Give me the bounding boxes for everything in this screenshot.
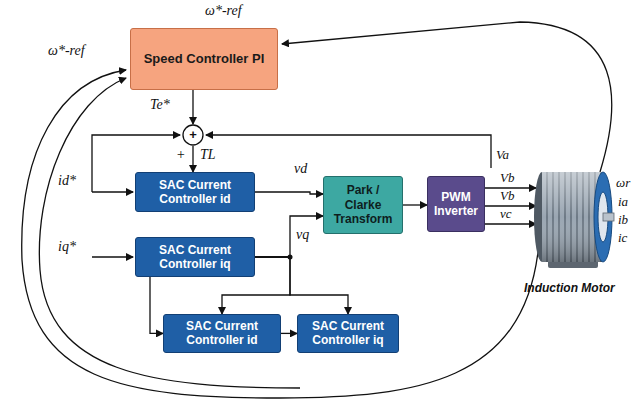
reference-line bbox=[92, 191, 133, 192]
node-text: Speed Controller PI bbox=[144, 51, 265, 67]
signal-label: ib bbox=[618, 213, 628, 226]
signal-label: iq* bbox=[58, 240, 76, 254]
signal-label: id* bbox=[58, 174, 76, 188]
feedback-line bbox=[22, 70, 538, 398]
reference-line bbox=[92, 256, 133, 257]
signal-connector bbox=[255, 257, 348, 314]
controller-box: SAC Current Controller id bbox=[135, 172, 255, 212]
node-text: PWM Inverter bbox=[431, 190, 481, 219]
signal-label: vq bbox=[296, 228, 309, 242]
feedback-line bbox=[206, 135, 491, 168]
signal-label: Va bbox=[496, 148, 509, 161]
controller-box: SAC Current Controller iq bbox=[135, 237, 255, 277]
controller-box: Speed Controller PI bbox=[130, 28, 278, 90]
signal-label: ω*-ref bbox=[205, 4, 242, 18]
signal-connector bbox=[192, 90, 193, 124]
phase-wire bbox=[485, 223, 536, 224]
signal-label: Vb bbox=[500, 171, 514, 184]
controller-box: SAC Current Controller iq bbox=[297, 314, 399, 353]
inverter-box: PWM Inverter bbox=[427, 176, 485, 232]
node-text: SAC Current Controller id bbox=[142, 178, 248, 207]
summing-junction: + bbox=[182, 124, 204, 146]
controller-box: SAC Current Controller id bbox=[163, 314, 281, 353]
signal-connector bbox=[403, 204, 427, 205]
motor-label: Induction Motor bbox=[524, 282, 615, 294]
signal-label: + bbox=[176, 148, 185, 162]
signal-label: ic bbox=[618, 231, 627, 244]
signal-label: Vb bbox=[500, 189, 514, 202]
signal-connector bbox=[281, 333, 297, 334]
signal-label: vc bbox=[500, 207, 512, 220]
feedback-line bbox=[39, 78, 300, 388]
node-text: SAC Current Controller iq bbox=[304, 319, 392, 348]
signal-connector bbox=[255, 216, 323, 257]
feedback-line bbox=[282, 22, 612, 172]
signal-label: Te* bbox=[150, 98, 170, 112]
node-text: Park / Clarke Transform bbox=[327, 183, 399, 226]
signal-label: TL bbox=[200, 148, 216, 162]
signal-connector bbox=[255, 192, 323, 194]
node-text: SAC Current Controller iq bbox=[142, 243, 248, 272]
signal-connector bbox=[150, 277, 163, 333]
node-text: + bbox=[189, 127, 197, 143]
junction-dot bbox=[288, 255, 293, 260]
node-text: SAC Current Controller id bbox=[170, 319, 274, 348]
signal-connector bbox=[192, 146, 193, 172]
signal-label: vd bbox=[294, 162, 307, 176]
signal-label: ω*-ref bbox=[48, 44, 85, 58]
signal-label: ia bbox=[618, 195, 628, 208]
motor-illustration bbox=[534, 172, 614, 268]
signal-label: ωr bbox=[616, 176, 630, 189]
transform-box: Park / Clarke Transform bbox=[323, 176, 403, 234]
